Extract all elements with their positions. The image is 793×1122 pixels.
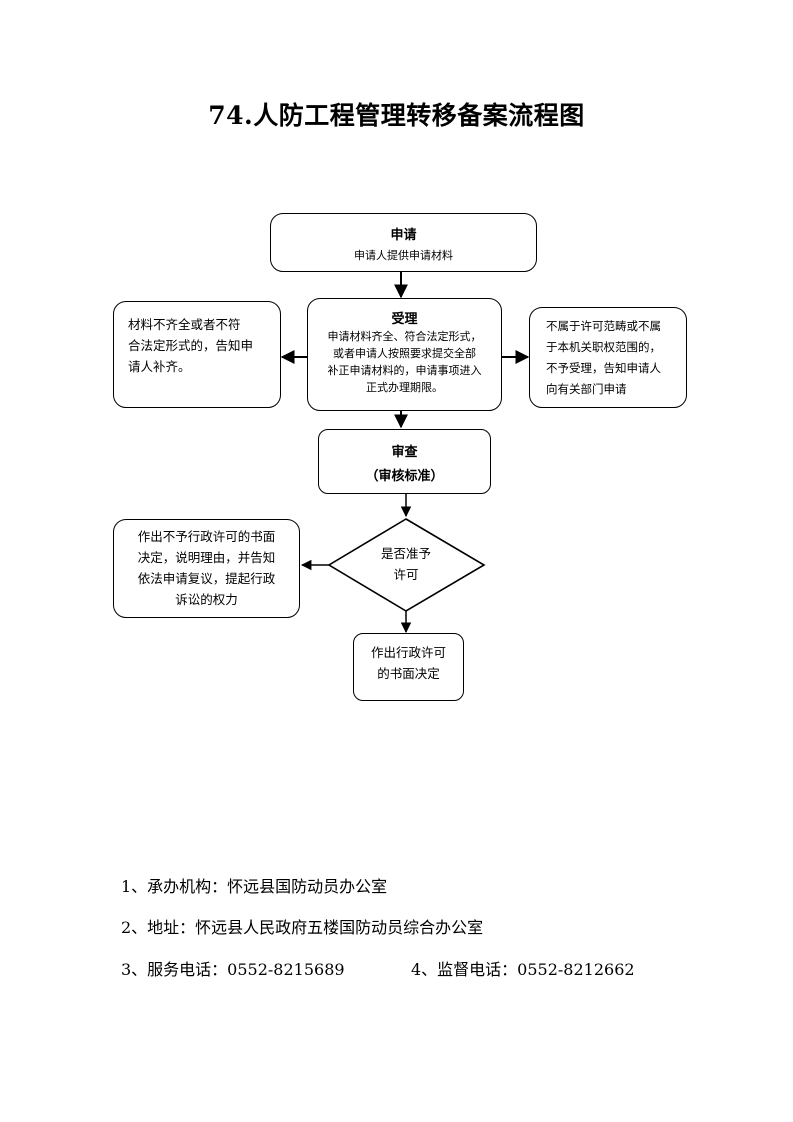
accept-line: 补正申请材料的，申请事项进入	[327, 364, 482, 377]
left-note-line: 请人补齐。	[128, 359, 191, 374]
left-note-line: 合法定形式的，告知申	[128, 338, 254, 353]
page-title: 74.人防工程管理转移备案流程图	[208, 101, 585, 130]
grant-line: 作出行政许可	[370, 645, 446, 660]
info-supervision-phone: 4、监督电话：0552-8212662	[411, 960, 635, 979]
info-address: 2、地址：怀远县人民政府五楼国防动员综合办公室	[121, 918, 484, 937]
right-note-box: 不属于许可范畴或不属 于本机关职权范围的， 不予受理，告知申请人 向有关部门申请	[529, 307, 687, 408]
grant-line: 的书面决定	[377, 666, 440, 681]
reject-box: 作出不予行政许可的书面 决定，说明理由，并告知 依法申请复议，提起行政 诉讼的权…	[113, 519, 300, 618]
accept-line: 或者申请人按照要求提交全部	[333, 347, 476, 360]
left-note-line: 材料不齐全或者不符	[128, 317, 241, 332]
review-box: 审查 （审核标准）	[318, 429, 491, 494]
reject-line: 决定，说明理由，并告知	[137, 550, 276, 565]
right-note-line: 不属于许可范畴或不属	[546, 319, 661, 333]
right-note-line: 向有关部门申请	[546, 382, 627, 396]
decision-text: 是否准予 许可	[352, 543, 460, 585]
reject-line: 诉讼的权力	[175, 592, 238, 607]
reject-line: 依法申请复议，提起行政	[137, 571, 276, 586]
apply-text: 申请人提供申请材料	[354, 249, 453, 262]
left-note-box: 材料不齐全或者不符 合法定形式的，告知申 请人补齐。	[113, 301, 281, 408]
accept-heading: 受理	[391, 312, 418, 327]
accept-line: 正式办理期限。	[366, 381, 443, 394]
accept-line: 申请材料齐全、符合法定形式，	[327, 330, 482, 343]
reject-line: 作出不予行政许可的书面	[137, 529, 276, 544]
accept-box: 受理 申请材料齐全、符合法定形式， 或者申请人按照要求提交全部 补正申请材料的，…	[307, 298, 502, 411]
apply-box: 申请 申请人提供申请材料	[270, 213, 537, 272]
review-sub: （审核标准）	[365, 469, 444, 484]
apply-heading: 申请	[390, 228, 417, 243]
decision-line: 是否准予	[380, 546, 431, 561]
info-agency: 1、承办机构：怀远县国防动员办公室	[121, 877, 388, 896]
grant-box: 作出行政许可 的书面决定	[353, 633, 464, 701]
info-service-phone: 3、服务电话：0552-8215689	[121, 960, 345, 979]
review-heading: 审查	[391, 445, 418, 460]
decision-line: 许可	[393, 567, 419, 582]
right-note-line: 于本机关职权范围的，	[546, 340, 661, 354]
right-note-line: 不予受理，告知申请人	[546, 361, 661, 375]
